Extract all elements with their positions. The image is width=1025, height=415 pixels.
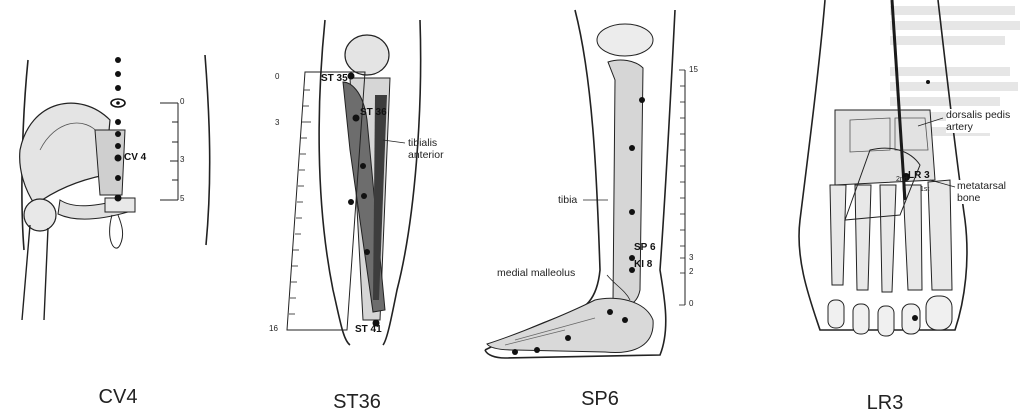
point-label-sp6: SP 6	[634, 242, 656, 253]
caption-cv4: CV4	[58, 386, 178, 409]
label-tibialis-anterior: tibialis anterior	[408, 137, 448, 161]
point-label-ki8: KI 8	[634, 259, 652, 270]
point-label-lr3: LR 3	[908, 170, 930, 181]
sp6-scale-tick-15: 15	[689, 65, 698, 74]
mark-1st: 1st	[920, 186, 929, 193]
label-metatarsal-bone: metatarsal bone	[957, 180, 1017, 204]
medial-foot-illustration	[475, 0, 725, 414]
panel-lr3: 2nd 1st LR 3 dorsalis pedis artery metat…	[740, 0, 1025, 414]
label-tibia: tibia	[558, 194, 577, 206]
cv4-scale-tick-5: 5	[180, 194, 184, 203]
caption-lr3: LR3	[825, 392, 945, 415]
label-dorsalis-pedis-artery: dorsalis pedis artery	[946, 109, 1020, 133]
label-medial-malleolus: medial malleolus	[497, 267, 575, 279]
lower-leg-illustration	[255, 0, 455, 414]
sp6-scale-tick-0: 0	[689, 299, 693, 308]
caption-sp6: SP6	[540, 388, 660, 411]
st36-scale-tick-16: 16	[269, 324, 278, 333]
cv4-scale-tick-0: 0	[180, 97, 184, 106]
sp6-scale-tick-2: 2	[689, 267, 693, 276]
point-label-st36: ST 36	[360, 107, 387, 118]
point-label-cv4: CV 4	[124, 152, 146, 163]
point-label-st35: ST 35	[321, 73, 348, 84]
cv4-scale-tick-3: 3	[180, 155, 184, 164]
panel-cv4: 0 3 5 CV 4 CV4	[0, 0, 230, 414]
dorsal-foot-illustration	[740, 0, 1025, 414]
point-label-st41: ST 41	[355, 324, 382, 335]
sp6-scale-tick-3: 3	[689, 253, 693, 262]
st36-scale-tick-3: 3	[275, 118, 279, 127]
st36-scale-tick-0: 0	[275, 72, 279, 81]
panel-st36: 0 3 16 ST 35 ST 36 ST 41 tibialis anteri…	[255, 0, 455, 414]
caption-st36: ST36	[297, 391, 417, 414]
pelvis-illustration	[0, 0, 230, 414]
panel-sp6: 15 3 2 0 tibia medial malleolus SP 6 KI …	[475, 0, 725, 414]
mark-2nd: 2nd	[896, 176, 908, 183]
